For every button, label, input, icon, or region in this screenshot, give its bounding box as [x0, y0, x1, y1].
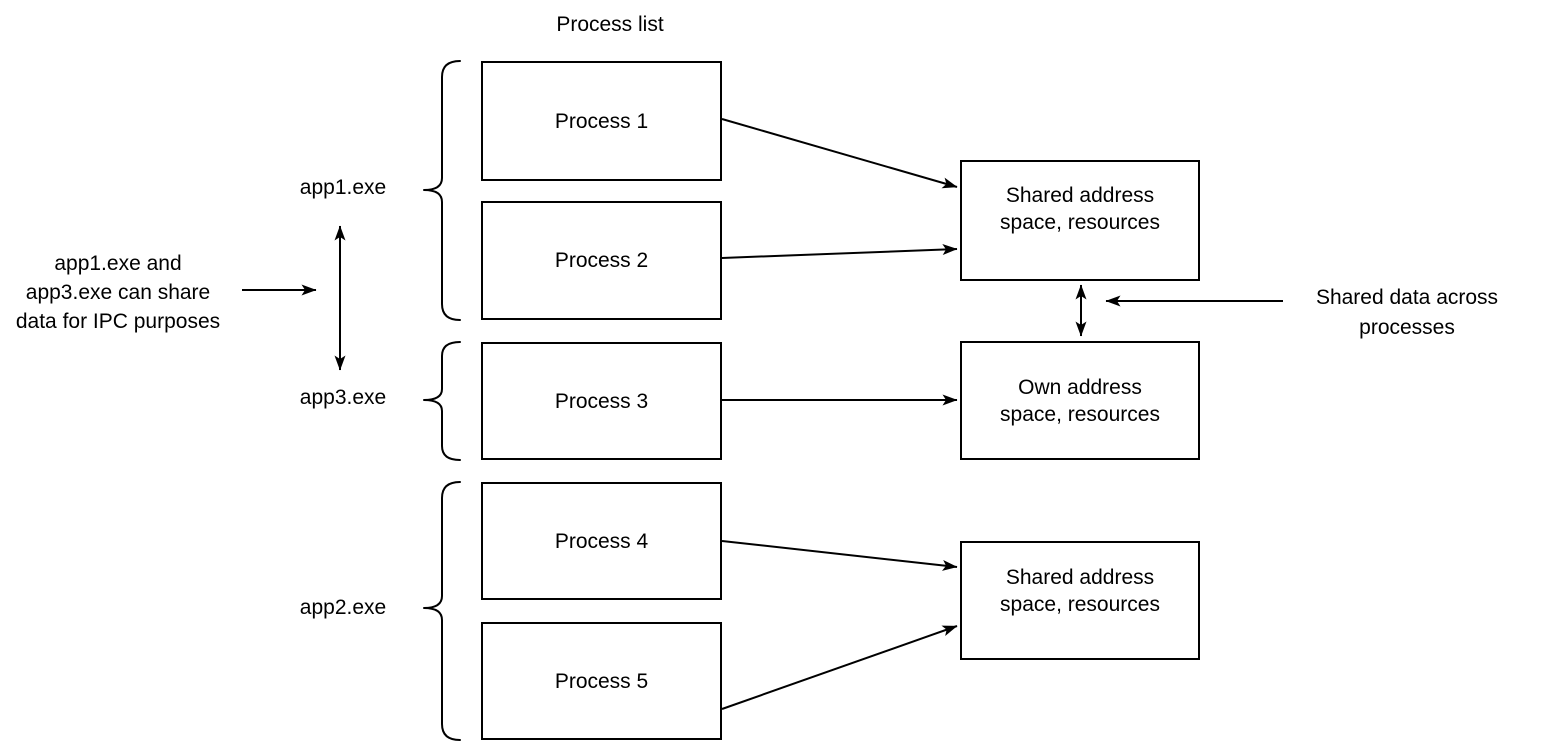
shared-address-box-top: Shared address space, resources — [960, 160, 1200, 281]
process-4-box: Process 4 — [481, 482, 722, 600]
group-label-app3: app3.exe — [299, 386, 387, 409]
arrow-process2-to-shared1 — [721, 244, 958, 259]
brace-app2 — [423, 481, 461, 741]
shared-data-annotation: Shared data across processes — [1315, 286, 1499, 339]
process-1-box: Process 1 — [481, 61, 722, 181]
group-label-app2: app2.exe — [299, 596, 387, 619]
process-5-box: Process 5 — [481, 622, 722, 740]
own-address-box: Own address space, resources — [960, 341, 1200, 460]
process-2-box: Process 2 — [481, 201, 722, 320]
group-label-app1: app1.exe — [299, 176, 387, 199]
arrow-process4-to-shared2 — [721, 540, 958, 571]
arrow-process1-to-shared1 — [721, 118, 958, 189]
process-list-title: Process list — [556, 13, 664, 36]
brace-app1 — [423, 60, 461, 321]
ipc-annotation: app1.exe and app3.exe can share data for… — [15, 252, 221, 333]
arrow-process5-to-shared2 — [721, 625, 958, 710]
process-3-box: Process 3 — [481, 342, 722, 460]
brace-app3 — [423, 341, 461, 461]
shared-address-box-bottom: Shared address space, resources — [960, 541, 1200, 660]
